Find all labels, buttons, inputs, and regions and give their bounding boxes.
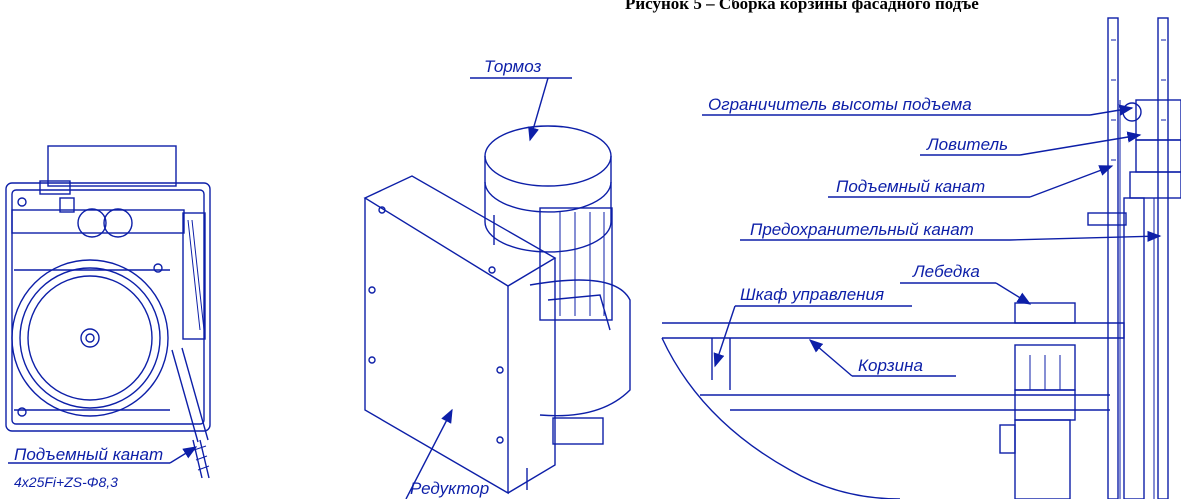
- label-winch: Лебедка: [900, 262, 1032, 305]
- label-basket: Корзина: [808, 339, 956, 377]
- catcher-label: Ловитель: [926, 135, 1008, 154]
- label-limiter: Ограничитель высоты подъема: [702, 95, 1134, 116]
- limiter-label: Ограничитель высоты подъема: [708, 95, 972, 114]
- winch-side-view: [5, 145, 211, 479]
- basket-assembly-view: [661, 17, 1181, 500]
- label-catcher: Ловитель: [920, 131, 1142, 156]
- basket-label: Корзина: [858, 356, 923, 375]
- control-cabinet-label: Шкаф управления: [740, 285, 884, 304]
- label-lift-rope: Подъемный канат: [828, 165, 1114, 198]
- lift-rope-label: Подъемный канат: [836, 177, 985, 196]
- label-safety-rope: Предохранительный канат: [740, 220, 1162, 242]
- label-gearbox: Редуктор: [405, 408, 489, 500]
- label-brake: Тормоз: [470, 57, 572, 142]
- figure-caption: Рисунок 5 – Сборка корзины фасадного под…: [625, 0, 979, 13]
- rope-spec-label: 4x25Fi+ZS-Φ8,3: [14, 474, 118, 490]
- motor-gearbox-view: [363, 125, 631, 495]
- label-control-cabinet: Шкаф управления: [713, 285, 912, 368]
- rope-left-label: Подъемный канат: [14, 445, 163, 464]
- label-rope-left: Подъемный канат 4x25Fi+ZS-Φ8,3: [8, 445, 198, 490]
- safety-rope-label: Предохранительный канат: [750, 220, 974, 239]
- winch-label: Лебедка: [912, 262, 980, 281]
- brake-label: Тормоз: [484, 57, 541, 76]
- gearbox-label: Редуктор: [410, 479, 489, 498]
